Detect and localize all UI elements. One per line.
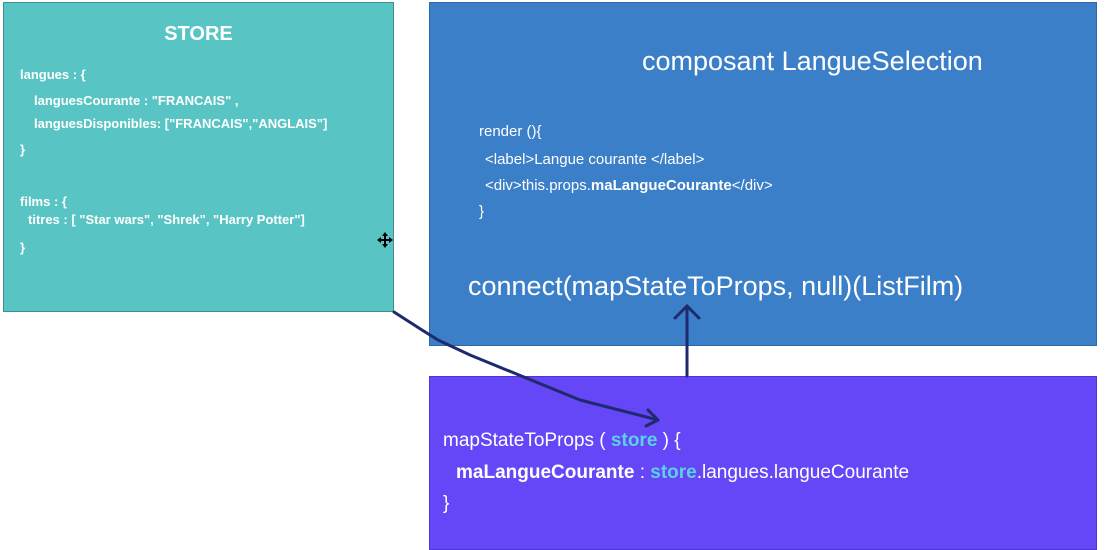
mapstate-colon: : xyxy=(634,462,651,483)
store-line-titres: titres : [ "Star wars", "Shrek", "Harry … xyxy=(28,212,305,227)
component-box: composant LangueSelection render (){ <la… xyxy=(429,2,1097,346)
div-line-suffix: </div> xyxy=(731,177,773,194)
store-line-films-open: films : { xyxy=(20,194,67,209)
store-box: STORE langues : { languesCourante : "FRA… xyxy=(3,2,394,312)
mapstate-fn-name: mapStateToProps ( xyxy=(443,430,611,451)
render-open-line: render (){ xyxy=(479,123,542,140)
div-line-prefix: <div>this.props. xyxy=(485,177,591,194)
mapstate-param: store xyxy=(610,430,658,451)
store-title: STORE xyxy=(164,23,233,45)
connect-line: connect(mapStateToProps, null)(ListFilm) xyxy=(468,271,964,301)
render-close-line: } xyxy=(479,203,485,220)
mapstate-close: } xyxy=(443,493,450,514)
store-line-langues-close: } xyxy=(20,142,26,157)
mapstate-box: mapStateToProps ( store ) { maLangueCour… xyxy=(429,376,1097,550)
div-line-prop: maLangueCourante xyxy=(590,177,732,194)
mapstate-fn-close: ) { xyxy=(657,430,681,451)
mapstate-store-ref: store xyxy=(650,462,697,483)
store-line-langue-courante: languesCourante : "FRANCAIS" , xyxy=(34,93,239,108)
component-title: composant LangueSelection xyxy=(642,46,983,76)
mapstate-body: maLangueCourante : store.langues.langueC… xyxy=(456,462,909,484)
div-line: <div>this.props.maLangueCourante</div> xyxy=(485,177,773,194)
mapstate-prop: maLangueCourante xyxy=(456,462,635,483)
move-cursor-icon xyxy=(377,232,393,253)
mapstate-signature: mapStateToProps ( store ) { xyxy=(443,430,681,452)
store-line-langues-disponibles: languesDisponibles: ["FRANCAIS","ANGLAIS… xyxy=(34,116,328,131)
mapstate-path: .langues.langueCourante xyxy=(696,462,910,483)
label-line: <label>Langue courante </label> xyxy=(485,151,705,168)
store-line-langues-open: langues : { xyxy=(20,67,86,82)
store-line-films-close: } xyxy=(20,240,26,255)
